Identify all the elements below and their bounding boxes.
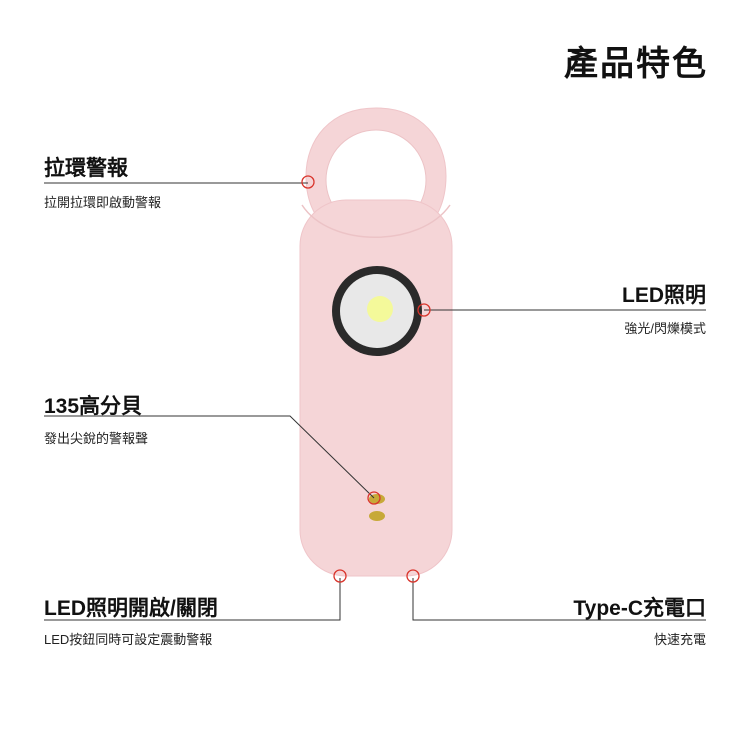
- marker-led-switch: [333, 569, 347, 583]
- speaker-hole-2: [369, 511, 385, 521]
- feature-led-switch-title: LED照明開啟/關閉: [44, 597, 218, 620]
- leader-line-decibel: [44, 415, 375, 499]
- marker-typec: [406, 569, 420, 583]
- feature-led-title: LED照明: [622, 284, 706, 307]
- feature-led-desc: 強光/閃爍模式: [624, 321, 706, 336]
- ring-joint: [301, 204, 451, 238]
- feature-decibel-title: 135高分貝: [44, 395, 143, 418]
- page-title: 產品特色: [564, 45, 708, 83]
- leader-line-led-switch: [44, 578, 341, 621]
- feature-led-switch-desc: LED按鈕同時可設定震動警報: [44, 632, 213, 647]
- feature-typec-desc: 快速充電: [653, 632, 706, 647]
- marker-led: [417, 303, 431, 317]
- leader-line-typec: [412, 578, 706, 621]
- feature-pull-ring-desc: 拉開拉環即啟動警報: [44, 195, 162, 210]
- feature-decibel-desc: 發出尖銳的警報聲: [44, 431, 149, 446]
- marker-pull-ring: [301, 175, 315, 189]
- marker-decibel: [367, 491, 381, 505]
- feature-pull-ring-title: 拉環警報: [44, 157, 128, 180]
- feature-typec-title: Type-C充電口: [573, 597, 706, 620]
- led-bulb: [367, 296, 393, 322]
